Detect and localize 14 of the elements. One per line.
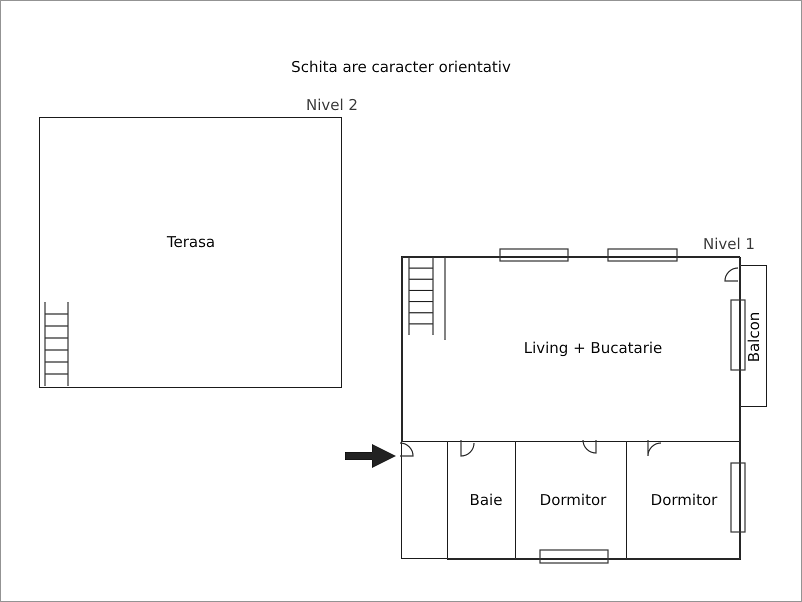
room-outline [402,257,741,442]
room-label: Living + Bucatarie [524,339,662,357]
room-label: Dormitor [540,491,606,509]
entrance-arrow [345,444,396,468]
level-heading: Nivel 2 [306,96,358,114]
room-label: Baie [470,491,502,509]
room-outline [447,441,516,560]
room-label: Balcon [745,312,763,362]
title: Schita are caracter orientativ [291,58,511,76]
room-outline [626,441,741,560]
level-heading: Nivel 1 [703,235,755,253]
balcony-outline [739,265,767,407]
room-label: Dormitor [650,491,718,509]
room-label: Terasa [166,233,216,251]
